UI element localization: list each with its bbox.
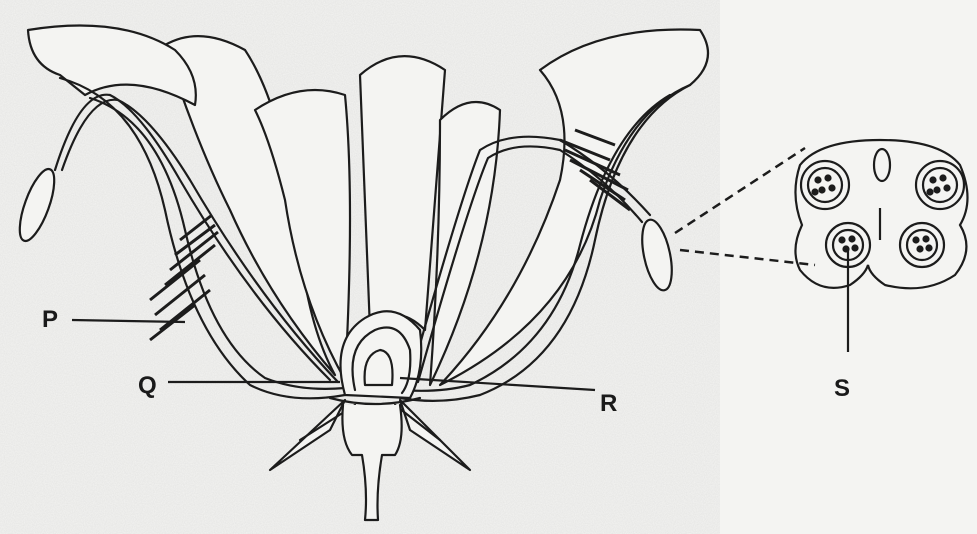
label-s: S bbox=[834, 375, 850, 403]
label-r: R bbox=[600, 390, 617, 418]
label-q: Q bbox=[138, 372, 157, 400]
anther-cross-section bbox=[795, 140, 967, 288]
label-p: P bbox=[42, 306, 58, 334]
